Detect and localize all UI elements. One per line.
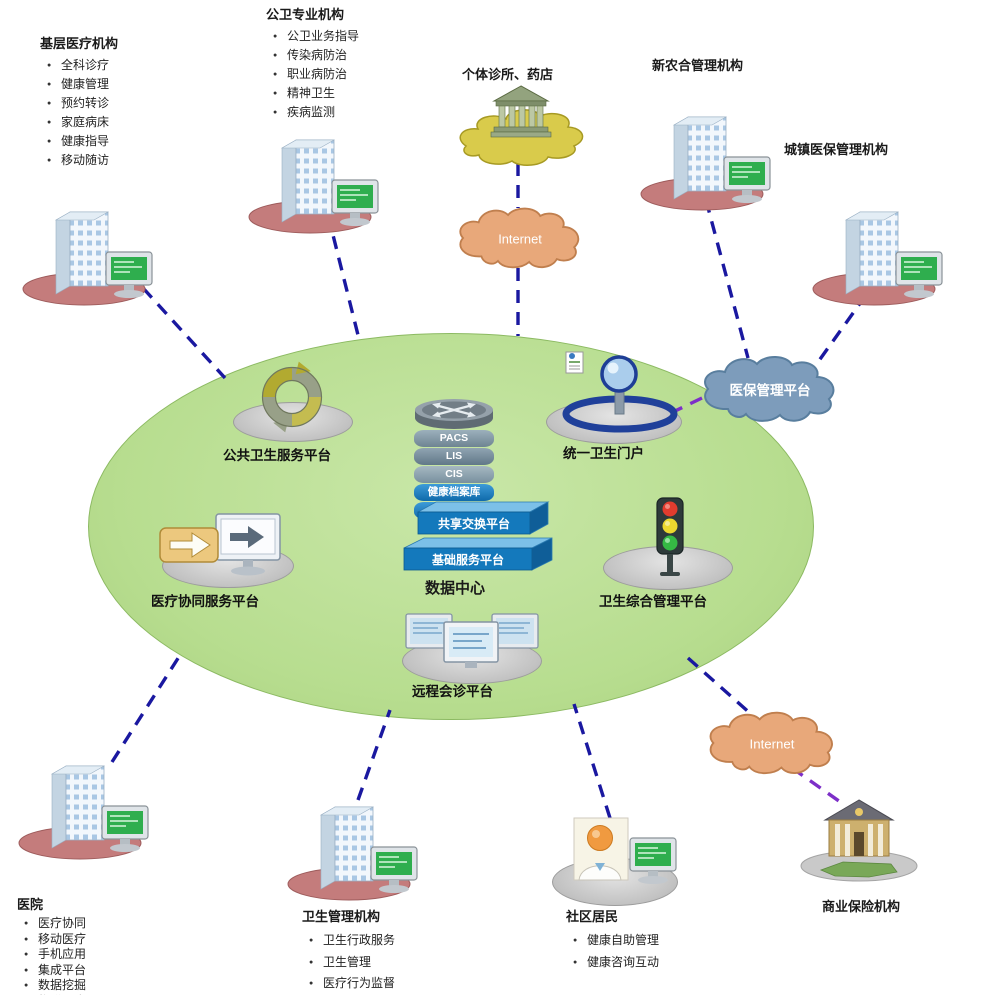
building-icon <box>248 139 379 234</box>
list-item: 精神卫生 <box>270 84 359 103</box>
public-health-building <box>248 126 383 241</box>
line-hospital <box>110 651 184 763</box>
shared-exchange-box: 共享交换平台 <box>416 501 550 535</box>
internet-cloud-bottom: Internet <box>709 711 833 775</box>
mini-doc-icon <box>565 351 584 374</box>
list-item: 物联网应用 <box>21 994 98 995</box>
list-item: 传染病防治 <box>270 46 359 65</box>
cloud-label: 医保管理平台 <box>730 382 811 398</box>
recycle-ring-icon <box>261 361 323 433</box>
yellow-splat <box>459 109 584 166</box>
line-rural-coop <box>704 199 750 359</box>
list-item: 健康指导 <box>44 132 118 151</box>
stack-band-health-archive: 健康档案库 <box>414 484 494 501</box>
rural-coop-building <box>640 103 775 218</box>
service-platform-boxes: 共享交换平台 基础服务平台 <box>403 501 553 571</box>
node-feature-list: 全科诊疗 健康管理 预约转诊 家庭病床 健康指导 移动随访 <box>44 56 118 170</box>
box-label: 基础服务平台 <box>431 552 504 567</box>
node-rural-coop-title: 新农合管理机构 <box>652 58 744 73</box>
node-title: 社区居民 <box>566 909 619 924</box>
stack-band-pacs: PACS <box>414 430 494 447</box>
cloud-shape <box>709 711 833 775</box>
node-health-admin: 卫生管理机构 卫生行政服务 卫生管理 医疗行为监督 <box>302 906 395 995</box>
node-community: 社区居民 健康自助管理 健康咨询互动 <box>566 906 659 973</box>
data-center-label: 数据中心 <box>424 580 485 597</box>
bank-building-icon <box>490 85 552 138</box>
node-clinic-pharmacy-title: 个体诊所、药店 <box>462 67 554 82</box>
node-feature-list: 卫生行政服务 卫生管理 医疗行为监督 <box>306 930 395 995</box>
node-feature-list: 公卫业务指导 传染病防治 职业病防治 精神卫生 疾病监测 <box>270 27 359 122</box>
list-item: 公卫业务指导 <box>270 27 359 46</box>
stack-band-lis: LIS <box>414 448 494 465</box>
list-item: 卫生行政服务 <box>306 930 395 952</box>
remote-consult-label: 远程会诊平台 <box>412 684 493 699</box>
primary-care-building <box>22 198 157 313</box>
portal-icon <box>562 351 678 433</box>
insurance-platform-cloud: 医保管理平台 <box>704 356 835 422</box>
cloud-label: Internet <box>750 737 795 752</box>
node-hospital: 医院 医疗协同 移动医疗 手机应用 集成平台 数据挖掘 物联网应用 <box>17 894 98 995</box>
collab-platform-label: 医疗协同服务平台 <box>151 594 259 609</box>
data-center-stack: PACS LIS CIS 健康档案库 电子病历库 <box>414 396 494 519</box>
list-item: 全科诊疗 <box>44 56 118 75</box>
node-public-health-org: 公卫专业机构 公卫业务指导 传染病防治 职业病防治 精神卫生 疾病监测 <box>266 4 359 122</box>
node-primary-care: 基层医疗机构 全科诊疗 健康管理 预约转诊 家庭病床 健康指导 移动随访 <box>40 33 118 170</box>
node-title: 医院 <box>17 897 44 912</box>
building-icon <box>287 806 418 901</box>
list-item: 手机应用 <box>21 947 98 963</box>
list-item: 移动医疗 <box>21 932 98 948</box>
remote-consult-icon <box>405 613 539 668</box>
node-feature-list: 医疗协同 移动医疗 手机应用 集成平台 数据挖掘 物联网应用 <box>21 916 98 995</box>
building-icon <box>812 211 943 306</box>
cloud-shape <box>459 207 580 269</box>
building-icon <box>18 765 149 860</box>
public-health-platform-label: 公共卫生服务平台 <box>223 448 331 463</box>
node-feature-list: 健康自助管理 健康咨询互动 <box>570 930 659 973</box>
list-item: 健康管理 <box>44 75 118 94</box>
list-item: 预约转诊 <box>44 94 118 113</box>
traffic-light-icon <box>656 497 684 576</box>
node-urban-insurance-title: 城镇医保管理机构 <box>784 142 889 157</box>
list-item: 医疗行为监督 <box>306 973 395 995</box>
collab-platform-icon <box>159 513 281 576</box>
clinic-pharmacy-icon <box>459 85 584 166</box>
internet-cloud-top: Internet <box>459 207 580 269</box>
building-icon <box>22 211 153 306</box>
line-community <box>572 703 612 819</box>
list-item: 健康咨询互动 <box>570 952 659 974</box>
building-icon <box>640 116 771 211</box>
list-item: 医疗协同 <box>21 916 98 932</box>
base-service-box: 基础服务平台 <box>403 537 553 571</box>
portal-label: 统一卫生门户 <box>563 446 644 461</box>
node-commercial-insurance-title: 商业保险机构 <box>822 899 901 914</box>
list-item: 疾病监测 <box>270 103 359 122</box>
list-item: 家庭病床 <box>44 113 118 132</box>
router-icon <box>415 399 493 429</box>
node-title: 卫生管理机构 <box>302 909 381 924</box>
public-health-platform-base <box>233 402 353 442</box>
cloud-shape <box>704 356 835 422</box>
list-item: 数据挖掘 <box>21 978 98 994</box>
urban-insurance-building <box>812 198 947 313</box>
list-item: 集成平台 <box>21 963 98 979</box>
mgmt-platform-label: 卫生综合管理平台 <box>599 594 707 609</box>
commercial-insurance-icon <box>800 799 918 882</box>
list-item: 健康自助管理 <box>570 930 659 952</box>
community-resident-icon <box>573 817 677 884</box>
hospital-building <box>18 752 153 867</box>
line-health-admin <box>356 709 392 801</box>
stack-band-cis: CIS <box>414 466 494 483</box>
list-item: 职业病防治 <box>270 65 359 84</box>
node-title: 公卫专业机构 <box>266 7 345 22</box>
health-admin-building <box>287 793 422 908</box>
box-label: 共享交换平台 <box>438 516 510 531</box>
cloud-label: Internet <box>498 232 542 247</box>
list-item: 卫生管理 <box>306 952 395 974</box>
node-title: 基层医疗机构 <box>40 36 119 51</box>
list-item: 移动随访 <box>44 151 118 170</box>
